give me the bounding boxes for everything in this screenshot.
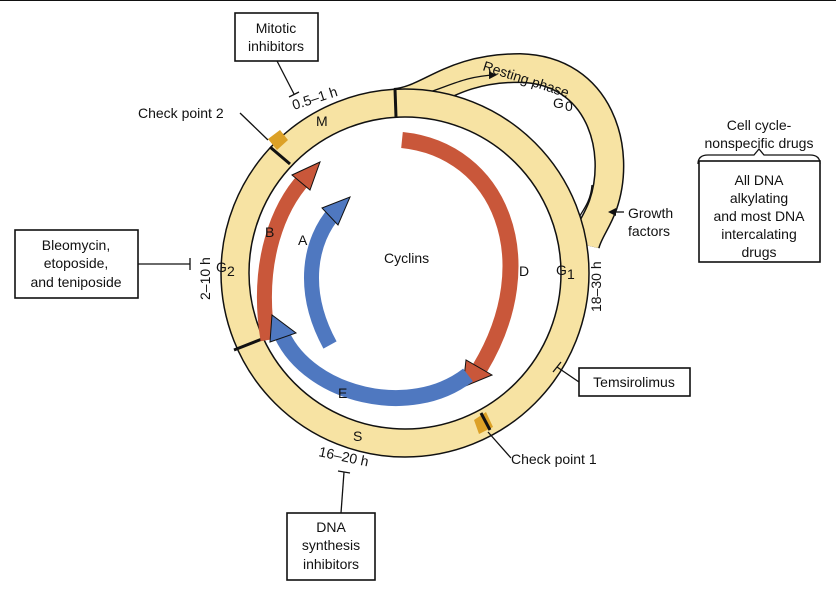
svg-text:G: G	[553, 95, 564, 111]
svg-text:Temsirolimus: Temsirolimus	[593, 374, 675, 390]
m-g1-separator	[393, 88, 398, 118]
cyclin-b-arrow	[257, 172, 311, 342]
center-label: Cyclins	[384, 250, 429, 266]
svg-text:and teniposide: and teniposide	[30, 274, 121, 290]
cyclin-d-arrow	[401, 132, 519, 373]
cyclin-e-arrow	[274, 331, 473, 406]
svg-text:inhibitors: inhibitors	[248, 38, 304, 54]
dna-synthesis-inhibitors-box: DNA synthesis inhibitors	[286, 470, 376, 581]
svg-text:intercalating: intercalating	[721, 226, 797, 242]
svg-text:0: 0	[565, 98, 573, 114]
svg-text:All DNA: All DNA	[734, 172, 784, 188]
g2-s-separator	[233, 337, 263, 352]
svg-text:and most DNA: and most DNA	[713, 208, 805, 224]
checkpoint-2-band	[268, 130, 288, 150]
bleomycin-box: Bleomycin, etoposide, and teniposide	[14, 229, 191, 299]
cyclin-a-arrow	[304, 207, 341, 349]
svg-text:G: G	[556, 262, 567, 278]
svg-text:nonspecific drugs: nonspecific drugs	[705, 135, 814, 151]
g1-duration: 18–30 h	[588, 261, 604, 312]
svg-text:etoposide,: etoposide,	[44, 255, 109, 271]
svg-text:synthesis: synthesis	[302, 537, 360, 553]
cyclin-arrows: B A D E Cyclins	[257, 132, 529, 406]
phase-m-label: M	[316, 113, 328, 129]
growth-factors-label: Growth factors	[608, 205, 673, 239]
checkpoint-2-label: Check point 2	[138, 105, 224, 121]
cyclin-e-label: E	[338, 385, 347, 401]
svg-text:factors: factors	[628, 223, 670, 239]
mitotic-inhibitors-box: Mitotic inhibitors	[234, 12, 319, 98]
svg-text:G: G	[216, 259, 227, 275]
cyclin-d-label: D	[519, 263, 529, 279]
phase-s-label: S	[353, 428, 362, 444]
svg-text:DNA: DNA	[316, 519, 346, 535]
checkpoint-2-separator	[269, 145, 291, 166]
cyclin-b-label: B	[265, 224, 274, 240]
svg-text:Cell cycle-: Cell cycle-	[727, 117, 792, 133]
cyclin-a-label: A	[298, 232, 308, 248]
svg-text:Mitotic: Mitotic	[256, 20, 296, 36]
svg-text:Bleomycin,: Bleomycin,	[42, 237, 110, 253]
nonspecific-drugs: Cell cycle- nonspecific drugs All DNA al…	[697, 117, 821, 263]
g2-duration: 2–10 h	[197, 257, 213, 300]
svg-text:2: 2	[227, 263, 235, 279]
svg-text:Growth: Growth	[628, 205, 673, 221]
svg-text:alkylating: alkylating	[730, 190, 788, 206]
svg-text:1: 1	[567, 266, 575, 282]
checkpoint-1-separator	[479, 412, 492, 431]
temsirolimus-box: Temsirolimus	[552, 361, 691, 397]
cell-cycle-ring	[220, 88, 590, 458]
svg-text:drugs: drugs	[741, 244, 776, 260]
checkpoint-1-label: Check point 1	[511, 451, 597, 467]
svg-text:inhibitors: inhibitors	[303, 556, 359, 572]
